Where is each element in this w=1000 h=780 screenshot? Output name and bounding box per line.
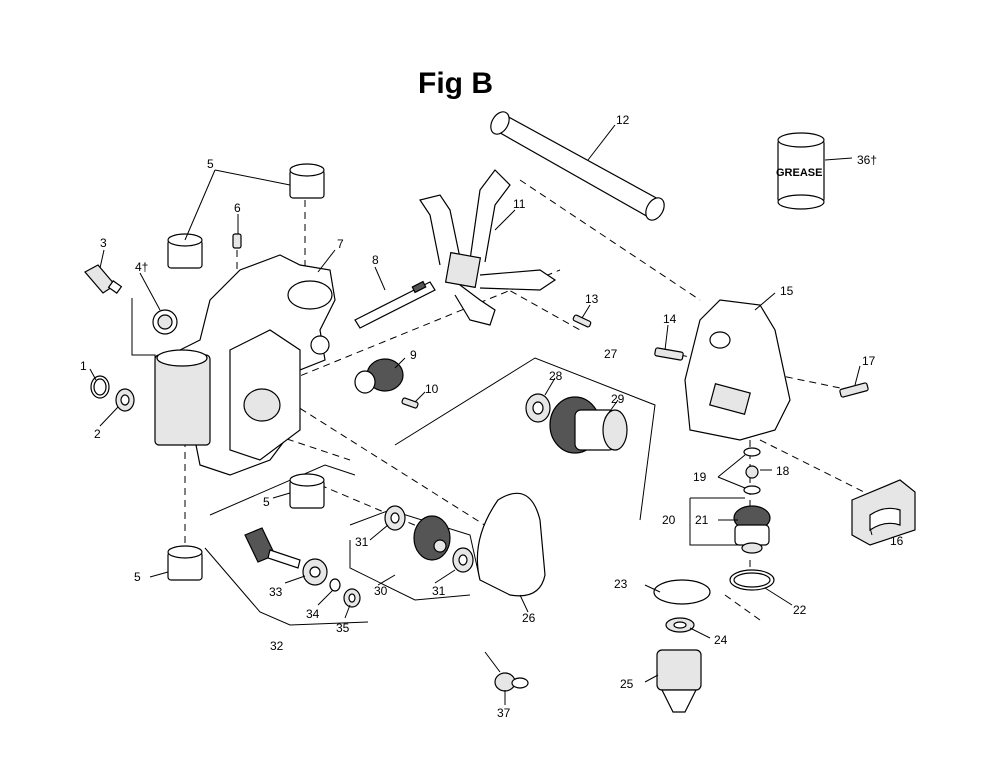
callout-36: 36† (857, 153, 877, 167)
part-3-fitting (84, 264, 123, 294)
part-12-tube (490, 111, 665, 221)
callout-24: 24 (714, 633, 728, 647)
part-5-bushing-left (167, 233, 203, 269)
callout-4: 4† (135, 260, 148, 274)
part-35-bearing (343, 588, 361, 608)
part-31-bearing-a (384, 505, 406, 531)
callout-34: 34 (306, 607, 320, 621)
callout-29: 29 (611, 392, 625, 406)
callout-31-b: 31 (432, 584, 446, 598)
part-6-pin (232, 233, 242, 249)
part-4-seal (152, 309, 178, 335)
callout-20: 20 (662, 513, 676, 527)
part-17-screw (839, 382, 869, 398)
part-5-bushing-top (289, 163, 325, 199)
callout-11: 11 (513, 197, 526, 211)
callout-30: 30 (374, 584, 388, 598)
part-13-pin (572, 314, 592, 328)
callout-5-mid: 5 (263, 495, 270, 509)
part-33-pinion-shaft (244, 527, 301, 569)
part-9-pinion-gear (354, 358, 404, 394)
callout-3: 3 (100, 236, 107, 250)
callout-17: 17 (862, 354, 876, 368)
part-11-spoke-handle (419, 169, 557, 326)
callout-19: 19 (693, 470, 707, 484)
part-21-armature-gear (733, 505, 771, 554)
callout-18: 18 (776, 464, 790, 478)
part-15-motor-cover (684, 299, 791, 441)
part-16-block (851, 479, 916, 546)
part-2-bearing (115, 388, 135, 412)
part-14-screw (654, 347, 684, 361)
callout-27: 27 (604, 347, 618, 361)
part-5-bushing-mid (289, 473, 325, 509)
callout-6: 6 (234, 201, 241, 215)
part-23-retaining-ring (653, 579, 711, 605)
leader-lines (89, 124, 873, 705)
callout-5-bottom: 5 (134, 570, 141, 584)
part-37-chuck-key (484, 651, 529, 692)
callout-28: 28 (549, 369, 563, 383)
figure-title: Fig B (418, 67, 493, 100)
part-25-chuck (656, 649, 702, 713)
part-33-bearing (302, 558, 328, 586)
part-19-washers (743, 447, 761, 495)
part-8-shaft (354, 280, 436, 329)
part-31-bearing-b (452, 547, 474, 573)
part-5-bushing-bottom (167, 545, 203, 581)
callout-35: 35 (336, 621, 350, 635)
part-24-washer (665, 617, 695, 633)
callout-23: 23 (614, 577, 628, 591)
callout-labels: 1 2 3 4† 5 5 5 6 7 8 9 10 11 12 13 14 15… (80, 113, 904, 720)
group-brackets (131, 298, 745, 626)
callout-10: 10 (425, 382, 439, 396)
callout-31-a: 31 (355, 535, 369, 549)
callout-32: 32 (270, 639, 284, 653)
callout-13: 13 (585, 292, 599, 306)
callout-22: 22 (793, 603, 807, 617)
part-22-o-ring (729, 569, 775, 591)
callout-7: 7 (337, 237, 344, 251)
part-7-housing (154, 254, 336, 476)
part-36-grease-can: GREASE (776, 132, 825, 210)
part-29-gear (549, 396, 628, 454)
callout-14: 14 (663, 312, 677, 326)
callout-25: 25 (620, 677, 634, 691)
callout-37: 37 (497, 706, 511, 720)
callout-33: 33 (269, 585, 283, 599)
part-30-gear (413, 515, 451, 561)
callout-15: 15 (780, 284, 794, 298)
callout-12: 12 (616, 113, 630, 127)
callout-1: 1 (80, 359, 87, 373)
part-28-bearing (525, 393, 551, 423)
part-26-belt (476, 492, 546, 597)
callout-26: 26 (522, 611, 536, 625)
part-18-nut (745, 465, 759, 479)
callout-8: 8 (372, 253, 379, 267)
part-10-pin (401, 397, 419, 409)
part-1-o-ring (90, 375, 110, 399)
part-34-clip (329, 578, 341, 592)
callout-16: 16 (890, 534, 904, 548)
callout-9: 9 (410, 348, 417, 362)
callout-5-top: 5 (207, 157, 214, 171)
callout-21: 21 (695, 513, 709, 527)
grease-label: GREASE (776, 167, 822, 179)
callout-2: 2 (94, 427, 101, 441)
